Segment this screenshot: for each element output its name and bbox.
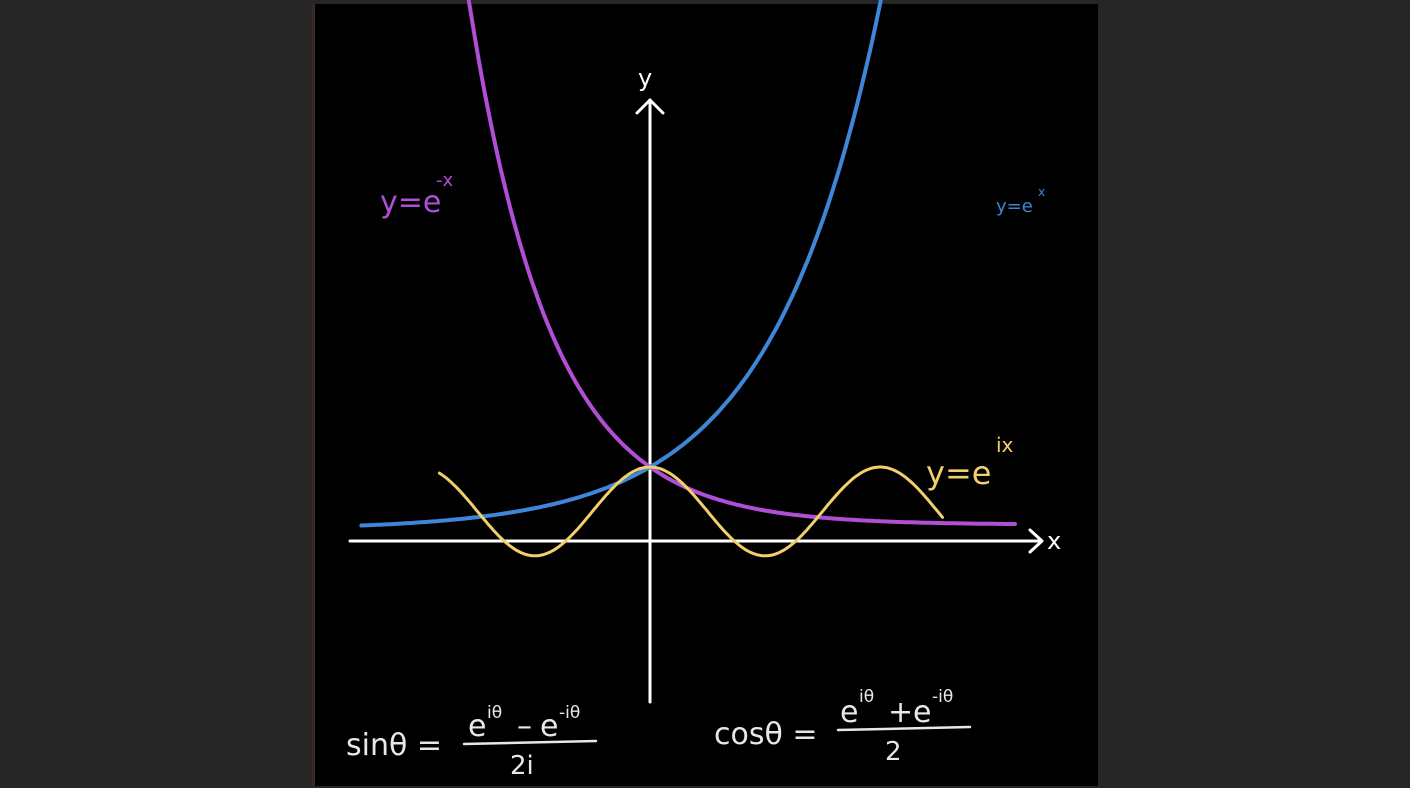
sin-lhs: sinθ = xyxy=(346,728,442,763)
canvas-edge xyxy=(312,4,315,786)
cos-num-a-sup: iθ xyxy=(859,687,874,707)
sin-num-a-sup: iθ xyxy=(487,703,502,723)
curve-exp-neg xyxy=(466,0,1017,526)
sin-operator: – xyxy=(517,709,532,744)
cos-num-b-sup: -iθ xyxy=(932,687,953,707)
cos-formula: cosθ = e iθ + e -iθ 2 xyxy=(714,687,972,767)
label-exp-pos: y=e x xyxy=(996,185,1045,217)
label-exp-neg-base: y=e xyxy=(380,185,441,220)
cos-num-a: e xyxy=(840,695,858,730)
chalkboard-canvas xyxy=(312,4,1098,786)
sin-fraction-bar xyxy=(462,739,598,746)
cos-denominator: 2 xyxy=(885,737,902,767)
label-exp-ix-base: y=e xyxy=(926,454,991,492)
sin-num-b: e xyxy=(540,709,558,744)
y-axis-label: y xyxy=(638,64,652,92)
sin-formula: sinθ = e iθ – e -iθ 2i xyxy=(346,703,598,781)
label-exp-ix: y=e ix xyxy=(926,433,1014,492)
x-axis-arrowhead xyxy=(1028,528,1044,554)
y-axis-arrowhead xyxy=(635,98,665,115)
x-axis-label: x xyxy=(1047,527,1061,555)
sin-num-b-sup: -iθ xyxy=(559,703,580,723)
curve-exp-pos xyxy=(359,0,883,528)
sin-num-a: e xyxy=(468,709,486,744)
label-exp-pos-base: y=e xyxy=(996,196,1033,217)
label-exp-pos-sup: x xyxy=(1038,185,1045,199)
cos-lhs: cosθ = xyxy=(714,717,818,752)
curve-exp-ix xyxy=(437,465,944,558)
cos-fraction-bar xyxy=(836,725,972,732)
cos-num-b: e xyxy=(913,695,931,730)
axes xyxy=(348,98,1044,704)
label-exp-ix-sup: ix xyxy=(996,433,1014,457)
cos-operator: + xyxy=(888,695,913,730)
label-exp-neg: y=e -x xyxy=(380,170,453,220)
label-exp-neg-sup: -x xyxy=(436,170,453,191)
sin-denominator: 2i xyxy=(510,751,534,781)
